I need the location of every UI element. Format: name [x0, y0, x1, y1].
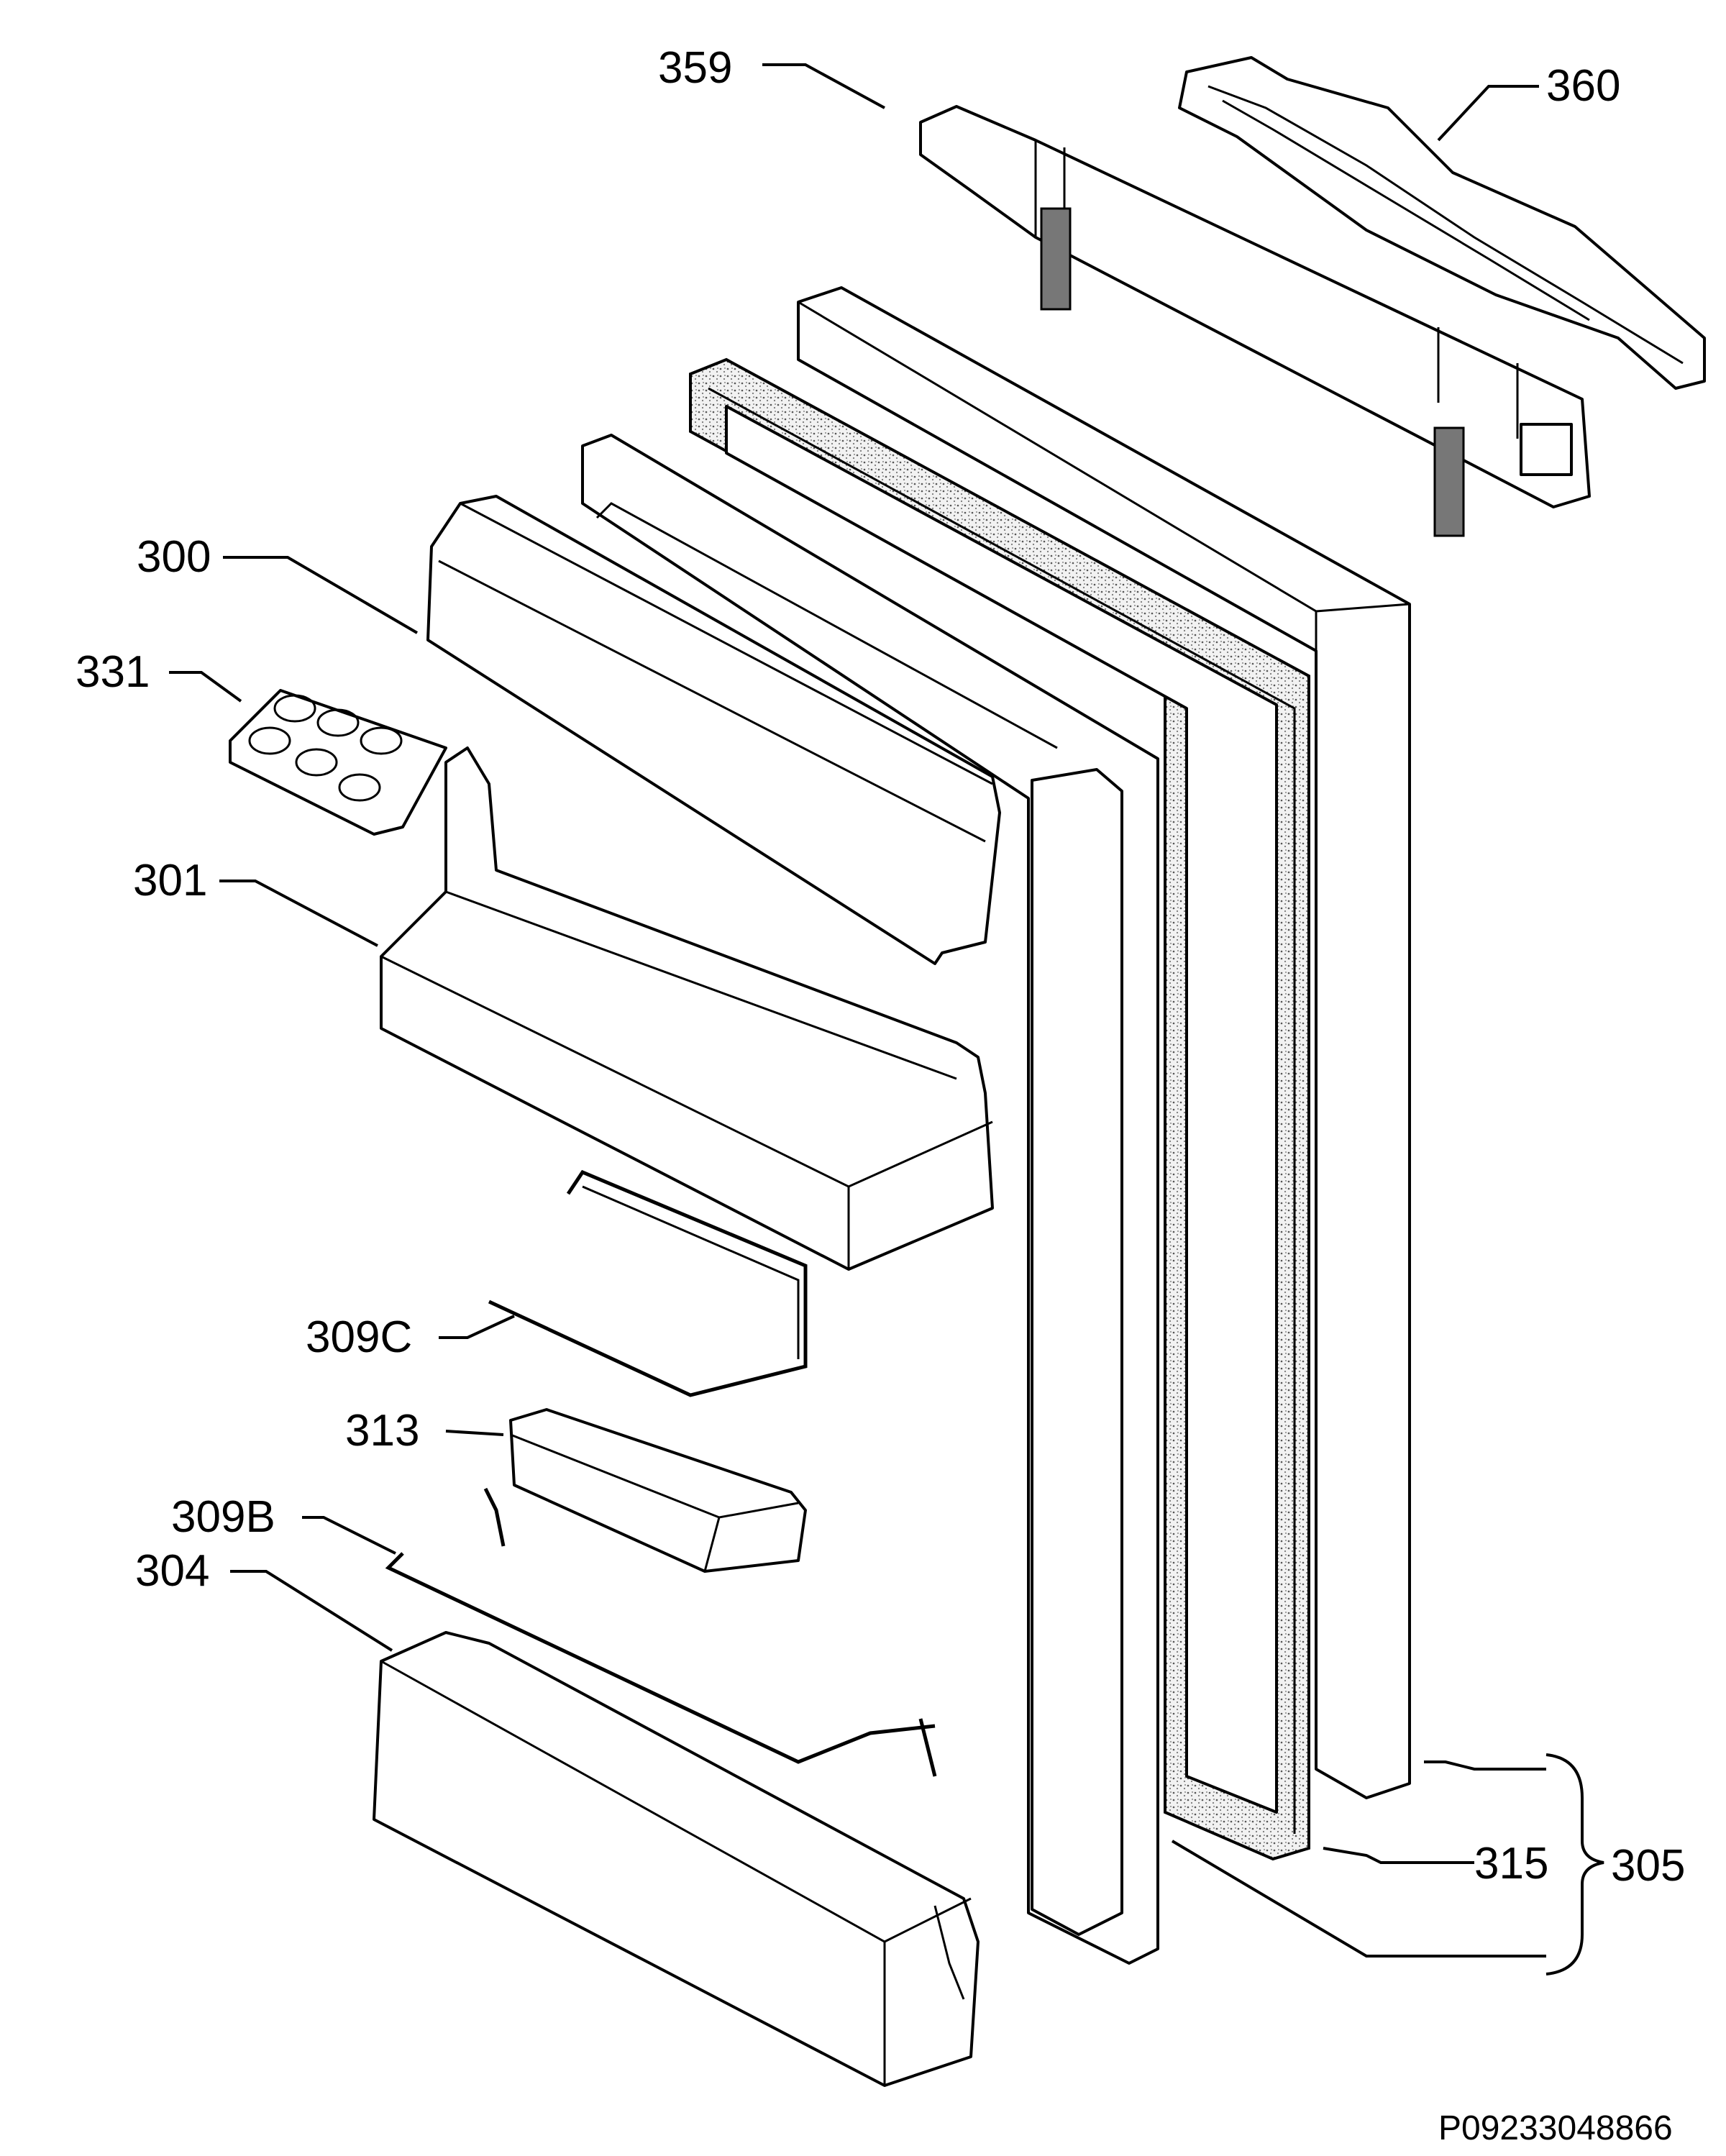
- part-309b-wire-retainer: [385, 1487, 937, 1777]
- part-359-hinge-cover: [919, 105, 1591, 537]
- label-304: 304: [135, 1546, 209, 1596]
- label-305: 305: [1611, 1841, 1685, 1891]
- label-315: 315: [1474, 1839, 1548, 1888]
- part-301-door-shelf: [380, 746, 994, 1271]
- part-309c-wire-retainer: [488, 1169, 808, 1397]
- part-313-small-box: [509, 1408, 807, 1573]
- door-outer-panel: [797, 286, 1411, 1799]
- hinge-pin-right: [1433, 426, 1465, 537]
- part-300-dairy-compartment: [426, 495, 1001, 965]
- door-inner-liner: [581, 434, 1159, 1965]
- leader-lines: [169, 63, 1604, 1975]
- label-331: 331: [76, 647, 150, 697]
- label-360: 360: [1546, 61, 1620, 111]
- part-304-bottle-shelf: [373, 1631, 980, 2087]
- label-359: 359: [658, 43, 732, 93]
- part-331-egg-tray: [229, 689, 447, 836]
- label-313: 313: [345, 1406, 419, 1456]
- label-309b: 309B: [171, 1492, 275, 1542]
- drawing-code: P09233048866: [1438, 2109, 1673, 2147]
- part-315-door-gasket: [689, 357, 1310, 1861]
- part-360-hinge-bracket: [1178, 56, 1706, 390]
- label-300: 300: [137, 532, 211, 582]
- label-309c: 309C: [306, 1312, 412, 1362]
- hinge-pin-left: [1040, 207, 1072, 311]
- label-301: 301: [133, 856, 207, 905]
